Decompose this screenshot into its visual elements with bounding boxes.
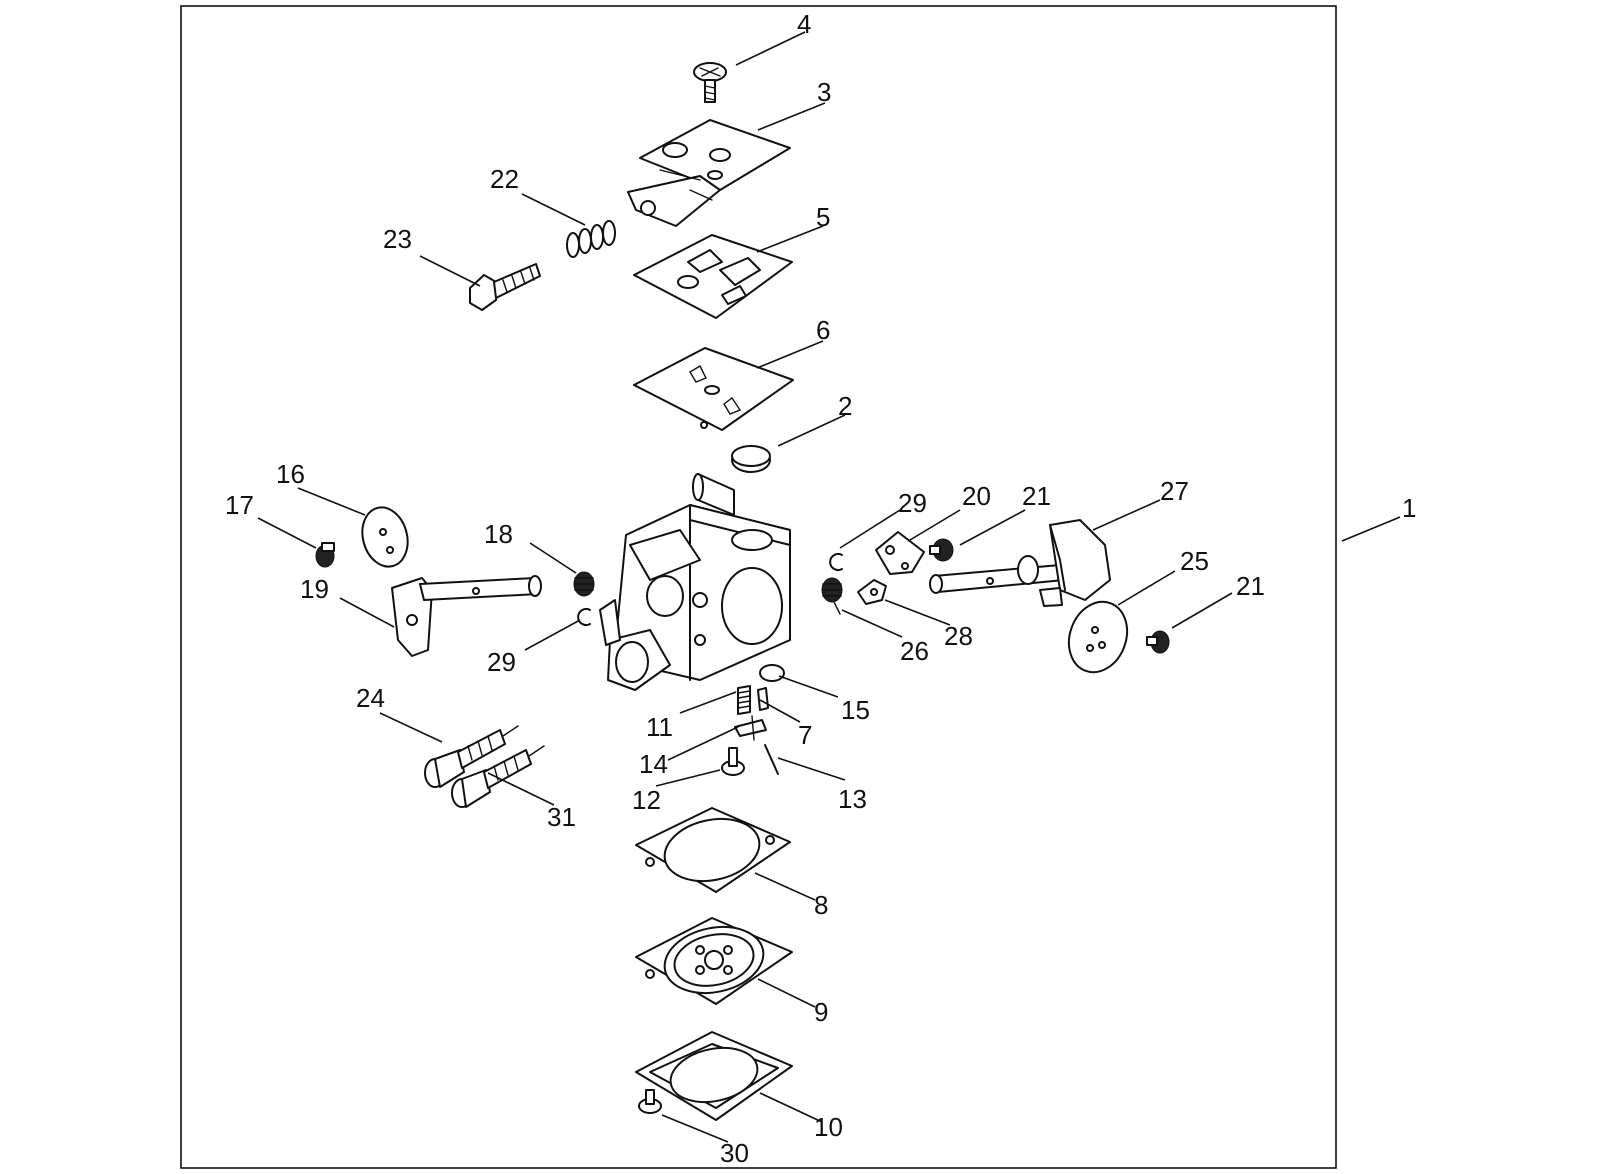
part-25-throttle-plate — [1067, 600, 1129, 674]
part-22-spring — [566, 220, 616, 258]
part-8-metering-gasket — [635, 807, 791, 893]
callout-8: 8 — [814, 890, 828, 920]
part-24-mixture-needle — [424, 725, 519, 788]
part-21-screw-upper — [929, 538, 954, 562]
part-30-screw — [638, 1089, 662, 1114]
part-3-pump-cover — [627, 119, 791, 227]
part-29-right-e-clip — [829, 553, 843, 571]
part-26-spring — [821, 577, 843, 615]
callout-28: 28 — [944, 621, 973, 651]
callout-22: 22 — [490, 164, 519, 194]
callout-4: 4 — [797, 9, 811, 39]
callout-11: 11 — [646, 712, 673, 742]
part-10-metering-cover — [635, 1031, 793, 1121]
callout-20: 20 — [962, 481, 991, 511]
part-4-screw — [693, 62, 727, 103]
leader-lines — [257, 31, 1401, 1143]
callout-27: 27 — [1160, 476, 1189, 506]
part-23-idle-screw — [469, 263, 541, 311]
callout-29-right-visible: 29 — [898, 488, 927, 518]
part-9-metering-diaphragm — [635, 917, 793, 1005]
callout-6: 6 — [816, 315, 830, 345]
part-21-screw-lower — [1146, 630, 1170, 654]
callout-19: 19 — [300, 574, 329, 604]
callout-10: 10 — [814, 1112, 843, 1142]
part-15-plug — [759, 664, 785, 682]
part-12-screw — [721, 747, 745, 776]
callout-7: 7 — [798, 720, 812, 750]
callout-31: 31 — [547, 802, 576, 832]
part-6-pump-diaphragm — [633, 347, 794, 431]
callout-24-visible: 24 — [356, 683, 385, 713]
part-5-pump-gasket — [633, 234, 793, 319]
callout-5: 5 — [816, 202, 830, 232]
callout-12: 12 — [632, 785, 661, 815]
callout-2: 2 — [838, 391, 852, 421]
callout-23: 23 — [383, 224, 412, 254]
carburetor-body — [599, 473, 791, 691]
callout-14: 14 — [639, 749, 668, 779]
callout-26: 26 — [900, 636, 929, 666]
part-20-throttle-lever — [875, 531, 925, 575]
part-2-plug — [731, 445, 771, 473]
callout-18: 18 — [484, 519, 513, 549]
diagram-frame — [180, 5, 1337, 1169]
callout-17: 17 — [225, 490, 254, 520]
part-17-screw — [315, 542, 335, 568]
callout-29-left: 29 — [487, 647, 516, 677]
part-14-control-lever — [734, 715, 767, 741]
callout-13: 13 — [838, 784, 867, 814]
part-31-mixture-needle — [451, 745, 545, 808]
callout-labels: 4 3 22 23 5 6 2 1 16 17 19 18 29 29 20 2… — [225, 9, 1416, 1168]
part-29-left-e-clip — [577, 608, 591, 626]
part-7-inlet-needle — [757, 687, 769, 711]
callout-21-upper: 21 — [1022, 481, 1051, 511]
callout-15: 15 — [841, 695, 870, 725]
part-16-choke-plate — [361, 506, 409, 568]
part-18-spring — [573, 571, 595, 597]
callout-9: 9 — [814, 997, 828, 1027]
callout-16: 16 — [276, 459, 305, 489]
callout-21-lower: 21 — [1236, 571, 1265, 601]
part-27-throttle-shaft — [929, 519, 1111, 607]
part-11-spring — [737, 685, 751, 715]
callout-30: 30 — [720, 1138, 749, 1168]
callout-25: 25 — [1180, 546, 1209, 576]
callout-3: 3 — [817, 77, 831, 107]
part-13-pin — [764, 744, 779, 775]
part-28-lever — [857, 579, 887, 605]
part-19-choke-shaft — [391, 575, 542, 657]
callout-1: 1 — [1402, 493, 1416, 523]
